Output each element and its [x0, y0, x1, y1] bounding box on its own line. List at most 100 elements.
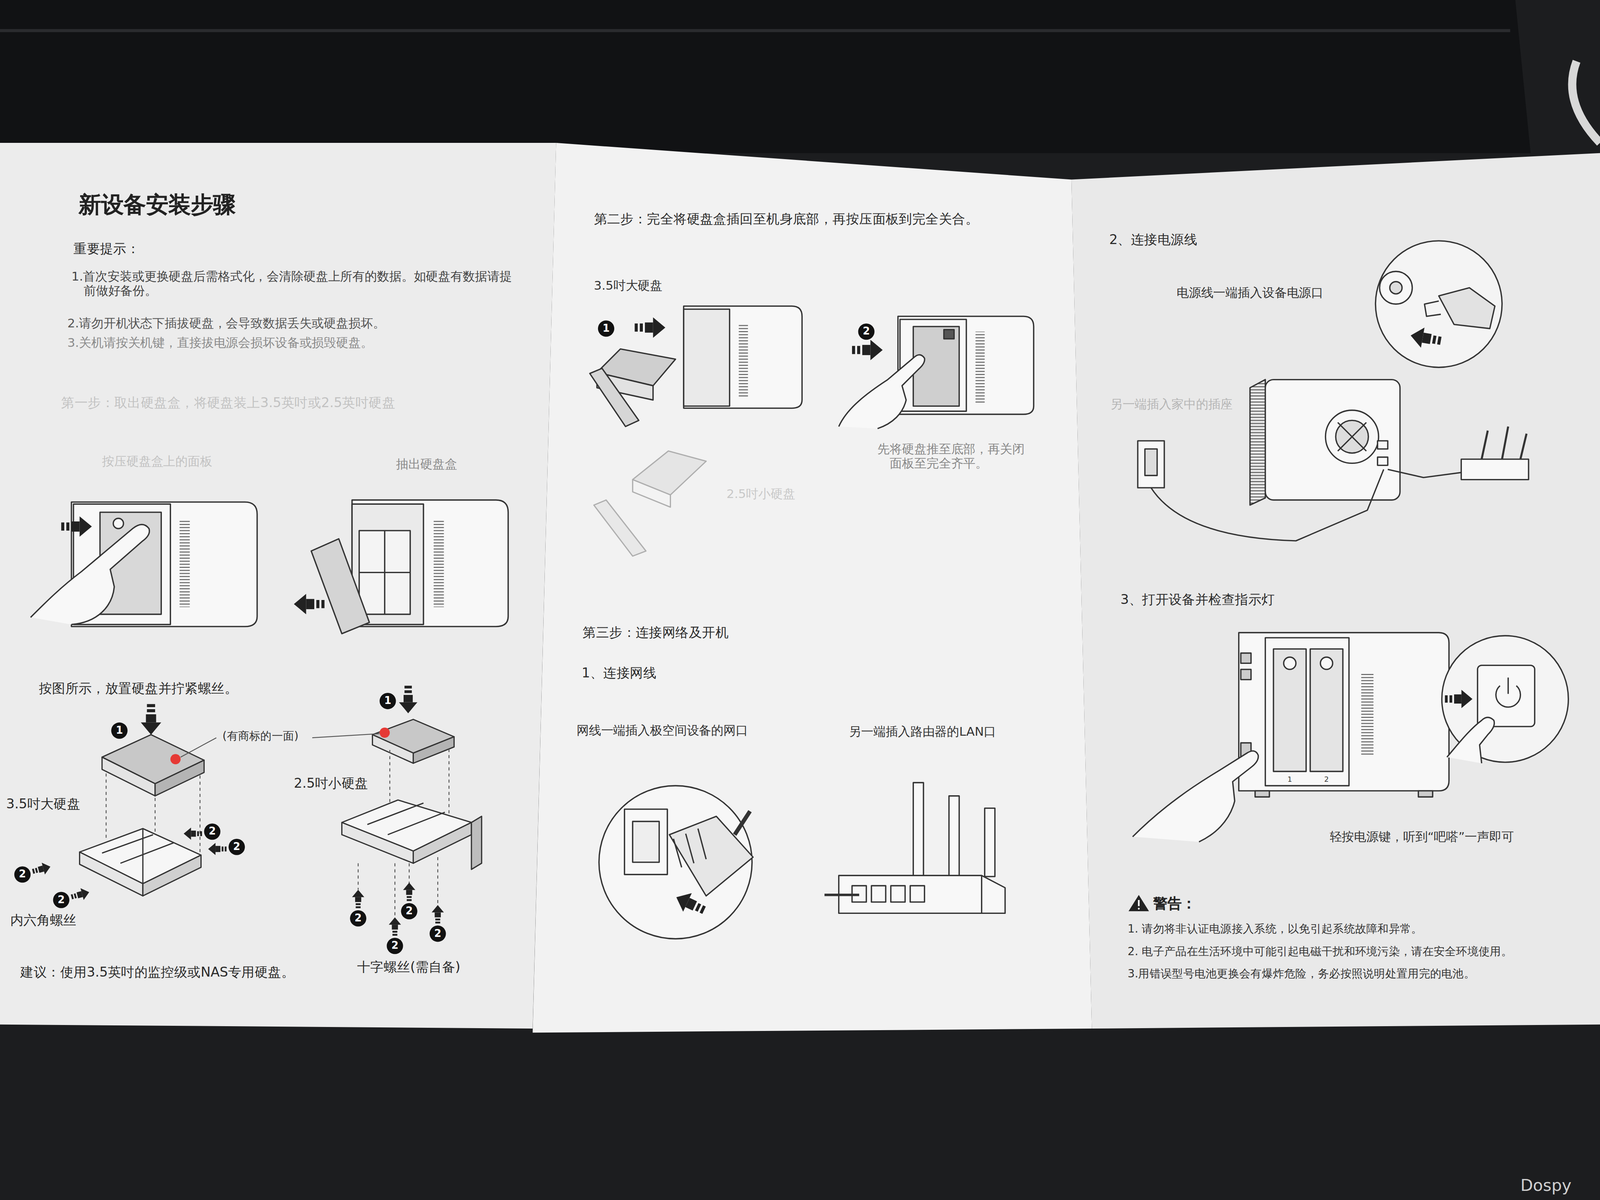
hdd-25-mounting — [351, 889, 365, 908]
router-lan — [910, 885, 925, 902]
close-panel — [975, 331, 985, 404]
instruction-text: 建议：使用3.5英吋的监控级或NAS专用硬盘。 — [20, 964, 295, 981]
hdd-35-mounting — [69, 886, 91, 903]
power-on — [1265, 637, 1350, 786]
power-connection — [1337, 422, 1367, 452]
hdd-25-mounting — [367, 803, 445, 835]
hdd-35-mounting — [170, 753, 181, 765]
faded-hdd-25 — [594, 500, 647, 556]
hdd-35-mounting — [199, 775, 201, 852]
power-plug-inset — [1438, 287, 1495, 329]
power-plug-inset — [1379, 271, 1413, 304]
callout-number: 2 — [53, 891, 70, 908]
hdd-25-mounting — [413, 822, 472, 864]
instruction-text: 第一步：取出硬盘盒，将硬盘装上3.5英吋或2.5英吋硬盘 — [61, 395, 396, 412]
power-on — [1240, 669, 1252, 680]
lan-port-inset — [734, 811, 750, 835]
watermark: Dospy — [1520, 1175, 1572, 1196]
nas-press-panel — [30, 524, 150, 625]
power-plug-inset — [1375, 240, 1502, 368]
close-panel — [838, 354, 925, 429]
instruction-text: 先将硬盘推至底部，再关闭面板至完全齐平。 — [877, 441, 1031, 472]
callout-number: 2 — [429, 925, 447, 942]
close-panel — [851, 339, 883, 360]
page-title: 新设备安装步骤 — [78, 191, 236, 219]
power-connection — [1377, 457, 1388, 466]
power-connection — [1461, 459, 1529, 480]
hdd-25-mounting — [403, 882, 416, 901]
instruction-text: 抽出硬盘盒 — [396, 456, 458, 472]
power-plug-inset — [1389, 281, 1402, 295]
router-lan — [890, 885, 906, 902]
router-lan — [824, 782, 1006, 914]
instruction-text: 按压硬盘盒上的面板 — [101, 453, 213, 469]
callout-number: 1 — [379, 692, 397, 710]
hdd-25-mounting — [379, 727, 391, 738]
router-lan — [871, 885, 886, 902]
power-on — [1238, 632, 1450, 791]
faded-hdd-25 — [594, 451, 707, 557]
instruction-text: 3、打开设备并检查指示灯 — [1120, 592, 1275, 608]
instruction-text: 2.5吋小硬盘 — [726, 486, 796, 502]
hdd-35-mounting — [142, 855, 202, 897]
hdd-25-mounting — [372, 734, 414, 764]
router-lan — [838, 875, 1006, 914]
warning-icon — [1138, 900, 1140, 906]
nas-press-panel — [61, 516, 92, 537]
power-connection — [1325, 410, 1379, 464]
callout-number: 1 — [598, 320, 615, 337]
callout-number: 1 — [111, 722, 128, 739]
instruction-text: 1、连接网线 — [581, 665, 657, 682]
power-on — [1446, 717, 1495, 764]
hdd-35-mounting — [155, 760, 204, 797]
instruction-text: 3.用错误型号电池更换会有爆炸危险，务必按照说明处置用完的电池。 — [1127, 967, 1475, 982]
instruction-text: 第三步：连接网络及开机 — [582, 624, 729, 641]
hdd-25-mounting — [388, 917, 402, 936]
callout-number: 2 — [350, 910, 367, 927]
instruction-text: 网线一端插入极空间设备的网口 — [576, 723, 749, 739]
nas-pull-tray — [359, 530, 411, 615]
instruction-text: 2. 电子产品在生活环境中可能引起电磁干扰和环境污染，请在安全环境使用。 — [1127, 945, 1512, 959]
nas-pull-tray — [311, 538, 370, 634]
hdd-25-mounting — [437, 857, 439, 906]
power-connection — [1387, 469, 1470, 478]
power-connection — [1481, 426, 1527, 460]
power-connection — [1250, 379, 1266, 506]
hdd-25-mounting — [408, 863, 410, 884]
power-on — [1320, 657, 1333, 670]
hdd-35-mounting — [140, 703, 162, 735]
power-on — [1310, 648, 1343, 772]
hdd-35-mounting — [105, 773, 107, 841]
hdd-35-mounting — [30, 860, 52, 878]
background — [532, 142, 1092, 1033]
instruction-text: 按图所示，放置硬盘并拧紧螺丝。 — [38, 680, 238, 697]
router-lan — [913, 782, 924, 877]
warning-icon — [1128, 894, 1149, 912]
nas-pull-tray — [351, 500, 508, 627]
callout-number: 2 — [203, 823, 221, 840]
lan-port-inset — [672, 888, 709, 920]
lan-port-inset — [624, 809, 668, 875]
hdd-25-mounting — [431, 905, 445, 924]
instruction-text: 2、连接电源线 — [1109, 231, 1198, 248]
hdd-25-mounting — [398, 685, 418, 714]
faded-hdd-25 — [632, 479, 671, 508]
warning-icon — [1137, 907, 1140, 910]
router-lan — [980, 875, 983, 914]
instruction-text: (有商标的一面) — [222, 730, 299, 744]
power-on — [1361, 673, 1374, 756]
hdd-25-mounting — [312, 685, 482, 936]
lan-port-inset — [598, 785, 753, 939]
hdd-35-mounting — [180, 737, 217, 758]
instruction-text: 第二步：完全将硬盘盒插回至机身底部，再按压面板到完全关合。 — [594, 211, 979, 228]
instruction-text: 2.5吋小硬盘 — [294, 775, 369, 792]
instruction-text: 轻按电源键，听到“吧嗒”一声即可 — [1329, 829, 1514, 845]
callout-number: 2 — [228, 838, 245, 856]
callout-number: 2 — [14, 866, 31, 883]
hdd-35-mounting — [183, 827, 202, 840]
nas-pull-tray — [359, 530, 411, 615]
power-plug-inset — [1375, 240, 1502, 368]
power-on — [1507, 677, 1509, 694]
background — [0, 28, 1511, 33]
